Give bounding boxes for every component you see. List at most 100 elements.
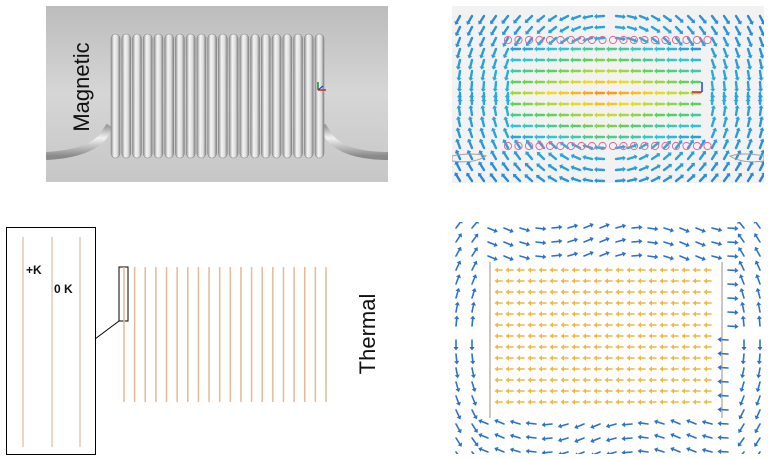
flux-arrow [487, 255, 496, 260]
flux-arrow-head [571, 377, 575, 383]
flux-arrow-head [738, 415, 744, 420]
field-arrow-head [491, 54, 496, 59]
thermal-field-svg [450, 222, 762, 454]
flux-arrow-head [604, 300, 608, 306]
field-arrow-head [712, 127, 718, 132]
field-arrow [698, 152, 706, 161]
field-arrow [722, 58, 728, 68]
field-arrow-head [642, 90, 645, 96]
flux-arrow-head [549, 322, 553, 328]
flux-arrow [487, 241, 496, 246]
flux-arrow-head [582, 399, 586, 405]
flux-arrow [695, 241, 704, 246]
flux-arrow-head [505, 333, 509, 339]
field-arrow-head [748, 32, 754, 36]
flux-arrow-head [703, 344, 707, 350]
flux-arrow [631, 226, 640, 229]
flux-arrow-head [582, 333, 586, 339]
field-arrow-head [582, 68, 585, 74]
flux-arrow-head [475, 222, 479, 225]
coil-turn [142, 33, 153, 159]
field-arrow [481, 106, 486, 117]
field-arrow [549, 153, 558, 161]
flux-arrow-head [626, 311, 630, 317]
field-arrow [479, 162, 486, 172]
coil-turn [218, 33, 228, 159]
flux-arrow-head [659, 311, 663, 317]
field-arrow [722, 118, 728, 128]
field-arrow-head [479, 116, 485, 120]
field-arrow-head [713, 150, 718, 155]
field-arrow-head [534, 68, 537, 74]
field-arrow-head [489, 161, 495, 166]
field-arrow-head [606, 134, 609, 140]
field-arrow-head [502, 54, 508, 59]
field-arrow-head [582, 112, 585, 118]
flux-arrow-head [494, 399, 498, 405]
flux-arrow [576, 423, 585, 428]
flux-arrow-head [692, 355, 696, 361]
field-arrow [758, 14, 764, 24]
field-arrow-head [656, 17, 661, 22]
field-arrow-head [618, 79, 621, 85]
flux-arrow-head [604, 366, 608, 372]
field-arrow-head [582, 123, 585, 129]
field-arrow-head [594, 13, 598, 19]
field-arrow-head [761, 172, 764, 176]
flux-arrow-head [659, 355, 663, 361]
field-arrow-head [522, 68, 525, 74]
flux-arrow [592, 437, 601, 442]
field-arrow-head [582, 134, 585, 140]
field-arrow-head [546, 101, 549, 107]
flux-arrow-head [734, 309, 739, 315]
coil-cross-section-marker [619, 35, 628, 45]
field-arrow-head [618, 112, 621, 118]
field-arrow [506, 95, 510, 106]
field-arrow-head [634, 26, 638, 32]
field-arrow [455, 25, 462, 35]
field-arrow [526, 152, 534, 161]
flux-arrow-head [527, 333, 531, 339]
field-arrow-head [678, 68, 681, 74]
field-arrow [614, 14, 625, 18]
flux-arrow-head [754, 246, 759, 252]
flux-arrow [663, 241, 672, 245]
field-arrow [758, 47, 764, 57]
flux-arrow [544, 437, 553, 440]
field-arrow-head [510, 123, 513, 129]
flux-arrow-head [505, 311, 509, 317]
coil-cross-section-marker [524, 141, 534, 151]
flux-arrow-head [549, 344, 553, 350]
flux-arrow-head [538, 322, 542, 328]
field-arrow [494, 80, 498, 91]
flux-arrow [455, 437, 461, 445]
flux-arrow-head [615, 399, 619, 405]
field-arrow-head [558, 46, 561, 52]
flux-arrow-head [538, 333, 542, 339]
flux-arrow-head [593, 355, 597, 361]
flux-arrow-head [470, 301, 476, 306]
field-arrow-head [618, 134, 621, 140]
flux-arrow-head [574, 438, 579, 444]
flux-arrow-head [560, 311, 564, 317]
field-arrow [572, 25, 582, 31]
coil-turn [239, 33, 250, 159]
field-arrow-head [570, 68, 573, 74]
field-arrow [734, 58, 739, 68]
field-arrow-head [582, 57, 585, 63]
field-arrow-head [679, 151, 683, 156]
field-arrow [710, 14, 718, 23]
field-arrow-head [456, 94, 463, 98]
flux-arrow-head [560, 366, 564, 372]
field-arrow [493, 106, 498, 117]
flux-arrow-head [692, 344, 696, 350]
flux-arrow [471, 409, 476, 417]
flux-arrow [756, 409, 761, 418]
flux-arrow [503, 255, 512, 260]
field-arrow-head [594, 46, 597, 52]
coil-cross-section-marker [608, 35, 618, 45]
flux-arrow [592, 451, 601, 454]
flux-arrow-head [637, 366, 641, 372]
coil-cross-section-marker [661, 141, 670, 151]
field-arrow-head [679, 30, 683, 35]
